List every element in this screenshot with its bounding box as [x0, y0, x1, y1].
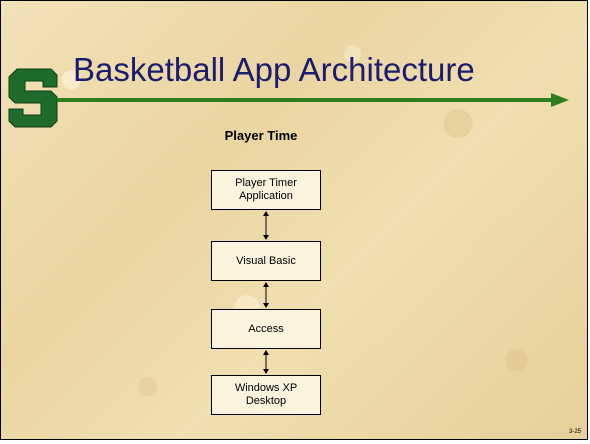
bidirectional-arrow	[263, 282, 269, 308]
slide-number: 3-25	[568, 429, 581, 435]
box-label: Visual Basic	[236, 254, 296, 267]
title-arrow-rule	[57, 93, 569, 107]
access-box: Access	[211, 309, 321, 349]
block-s-icon	[8, 68, 58, 128]
box-label: Access	[248, 322, 284, 335]
box-label: Windows XP Desktop	[234, 382, 298, 407]
windows-xp-desktop-box: Windows XP Desktop	[211, 375, 321, 415]
bidirectional-arrow	[263, 350, 269, 374]
bidirectional-arrow	[263, 211, 269, 240]
visual-basic-box: Visual Basic	[211, 241, 321, 281]
box-label: Player Timer Application	[235, 177, 297, 202]
player-timer-application-box: Player Timer Application	[211, 170, 321, 210]
diagram-title: Player Time	[224, 128, 298, 143]
slide-title: Basketball App Architecture	[73, 51, 475, 88]
